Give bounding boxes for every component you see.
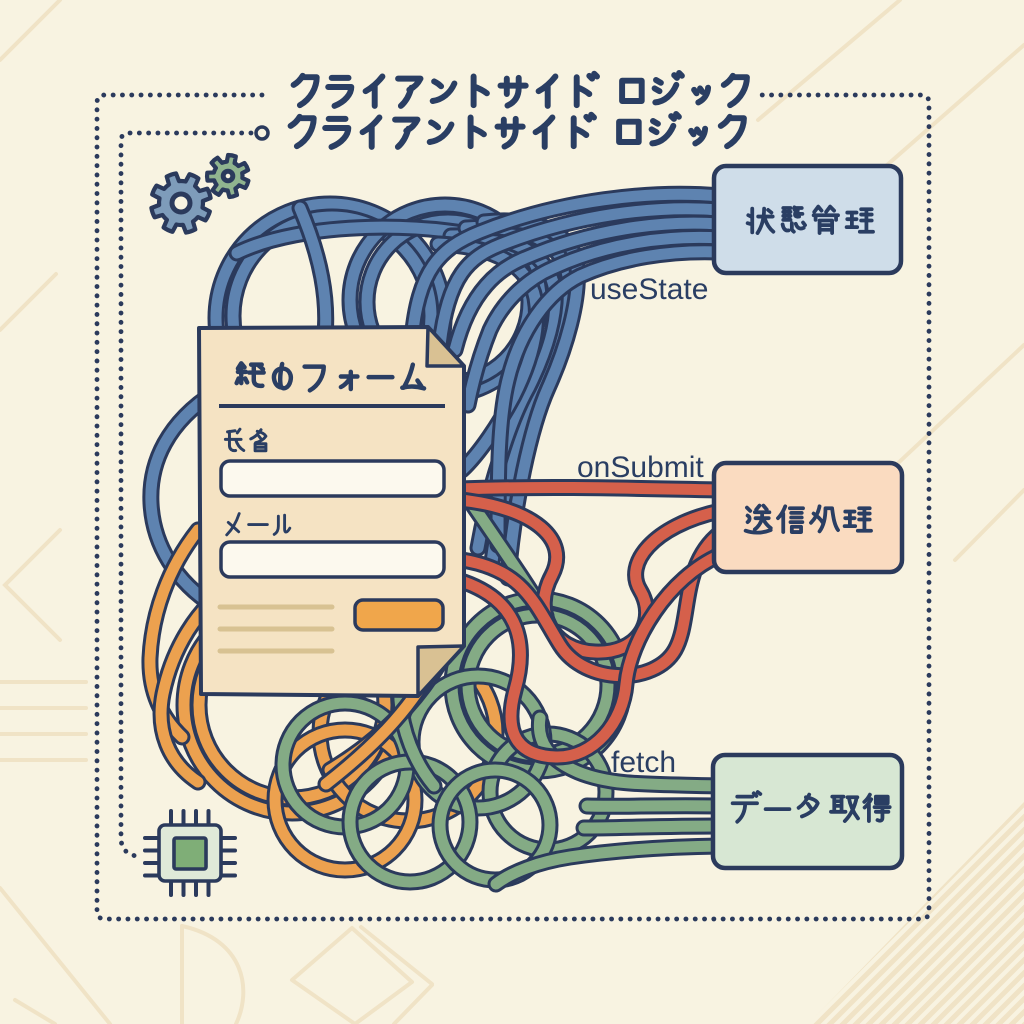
- svg-text:onSubmit: onSubmit: [577, 451, 704, 484]
- svg-text:useState: useState: [590, 273, 708, 306]
- svg-text:fetch: fetch: [611, 746, 676, 779]
